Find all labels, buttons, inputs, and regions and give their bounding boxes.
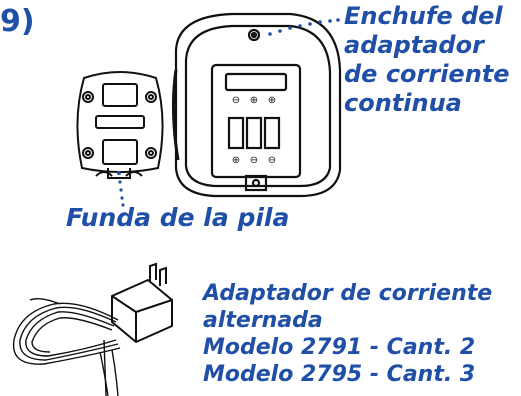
ac-adapter-callout: Adaptador de corriente alternada Modelo … xyxy=(203,280,492,388)
svg-text:⊕: ⊕ xyxy=(250,95,258,106)
base-polarity-marks: ⊖ ⊕ ⊕ ⊕ ⊖ ⊖ xyxy=(232,95,276,166)
dc-plug-leader xyxy=(268,18,340,36)
dc-plug-line-4: continua xyxy=(344,89,462,117)
dc-plug-line-3: de corriente xyxy=(344,60,510,88)
dc-plug-line-1: Enchufe del xyxy=(344,2,503,30)
ac-adapter-line-1: Adaptador de corriente xyxy=(203,281,493,306)
battery-case-cover xyxy=(76,71,164,179)
adapter-cord xyxy=(12,297,121,396)
ac-adapter-line-2: alternada xyxy=(203,308,323,333)
dc-plug-line-2: adaptador xyxy=(344,31,484,59)
ac-adapter xyxy=(111,262,173,344)
svg-text:⊖: ⊖ xyxy=(268,155,276,166)
ac-adapter-line-3: Modelo 2791 - Cant. 2 xyxy=(203,335,476,360)
svg-text:⊖: ⊖ xyxy=(250,155,258,166)
ac-adapter-line-4: Modelo 2795 - Cant. 3 xyxy=(203,362,476,387)
svg-text:⊕: ⊕ xyxy=(232,155,240,166)
dc-plug-callout: Enchufe del adaptador de corriente conti… xyxy=(344,2,510,118)
charging-base xyxy=(171,12,342,198)
svg-text:⊖: ⊖ xyxy=(232,95,240,106)
battery-case-leader xyxy=(117,171,125,207)
step-marker: 9) xyxy=(0,4,35,39)
svg-text:⊕: ⊕ xyxy=(268,95,276,106)
battery-case-callout: Funda de la pila xyxy=(66,203,290,232)
